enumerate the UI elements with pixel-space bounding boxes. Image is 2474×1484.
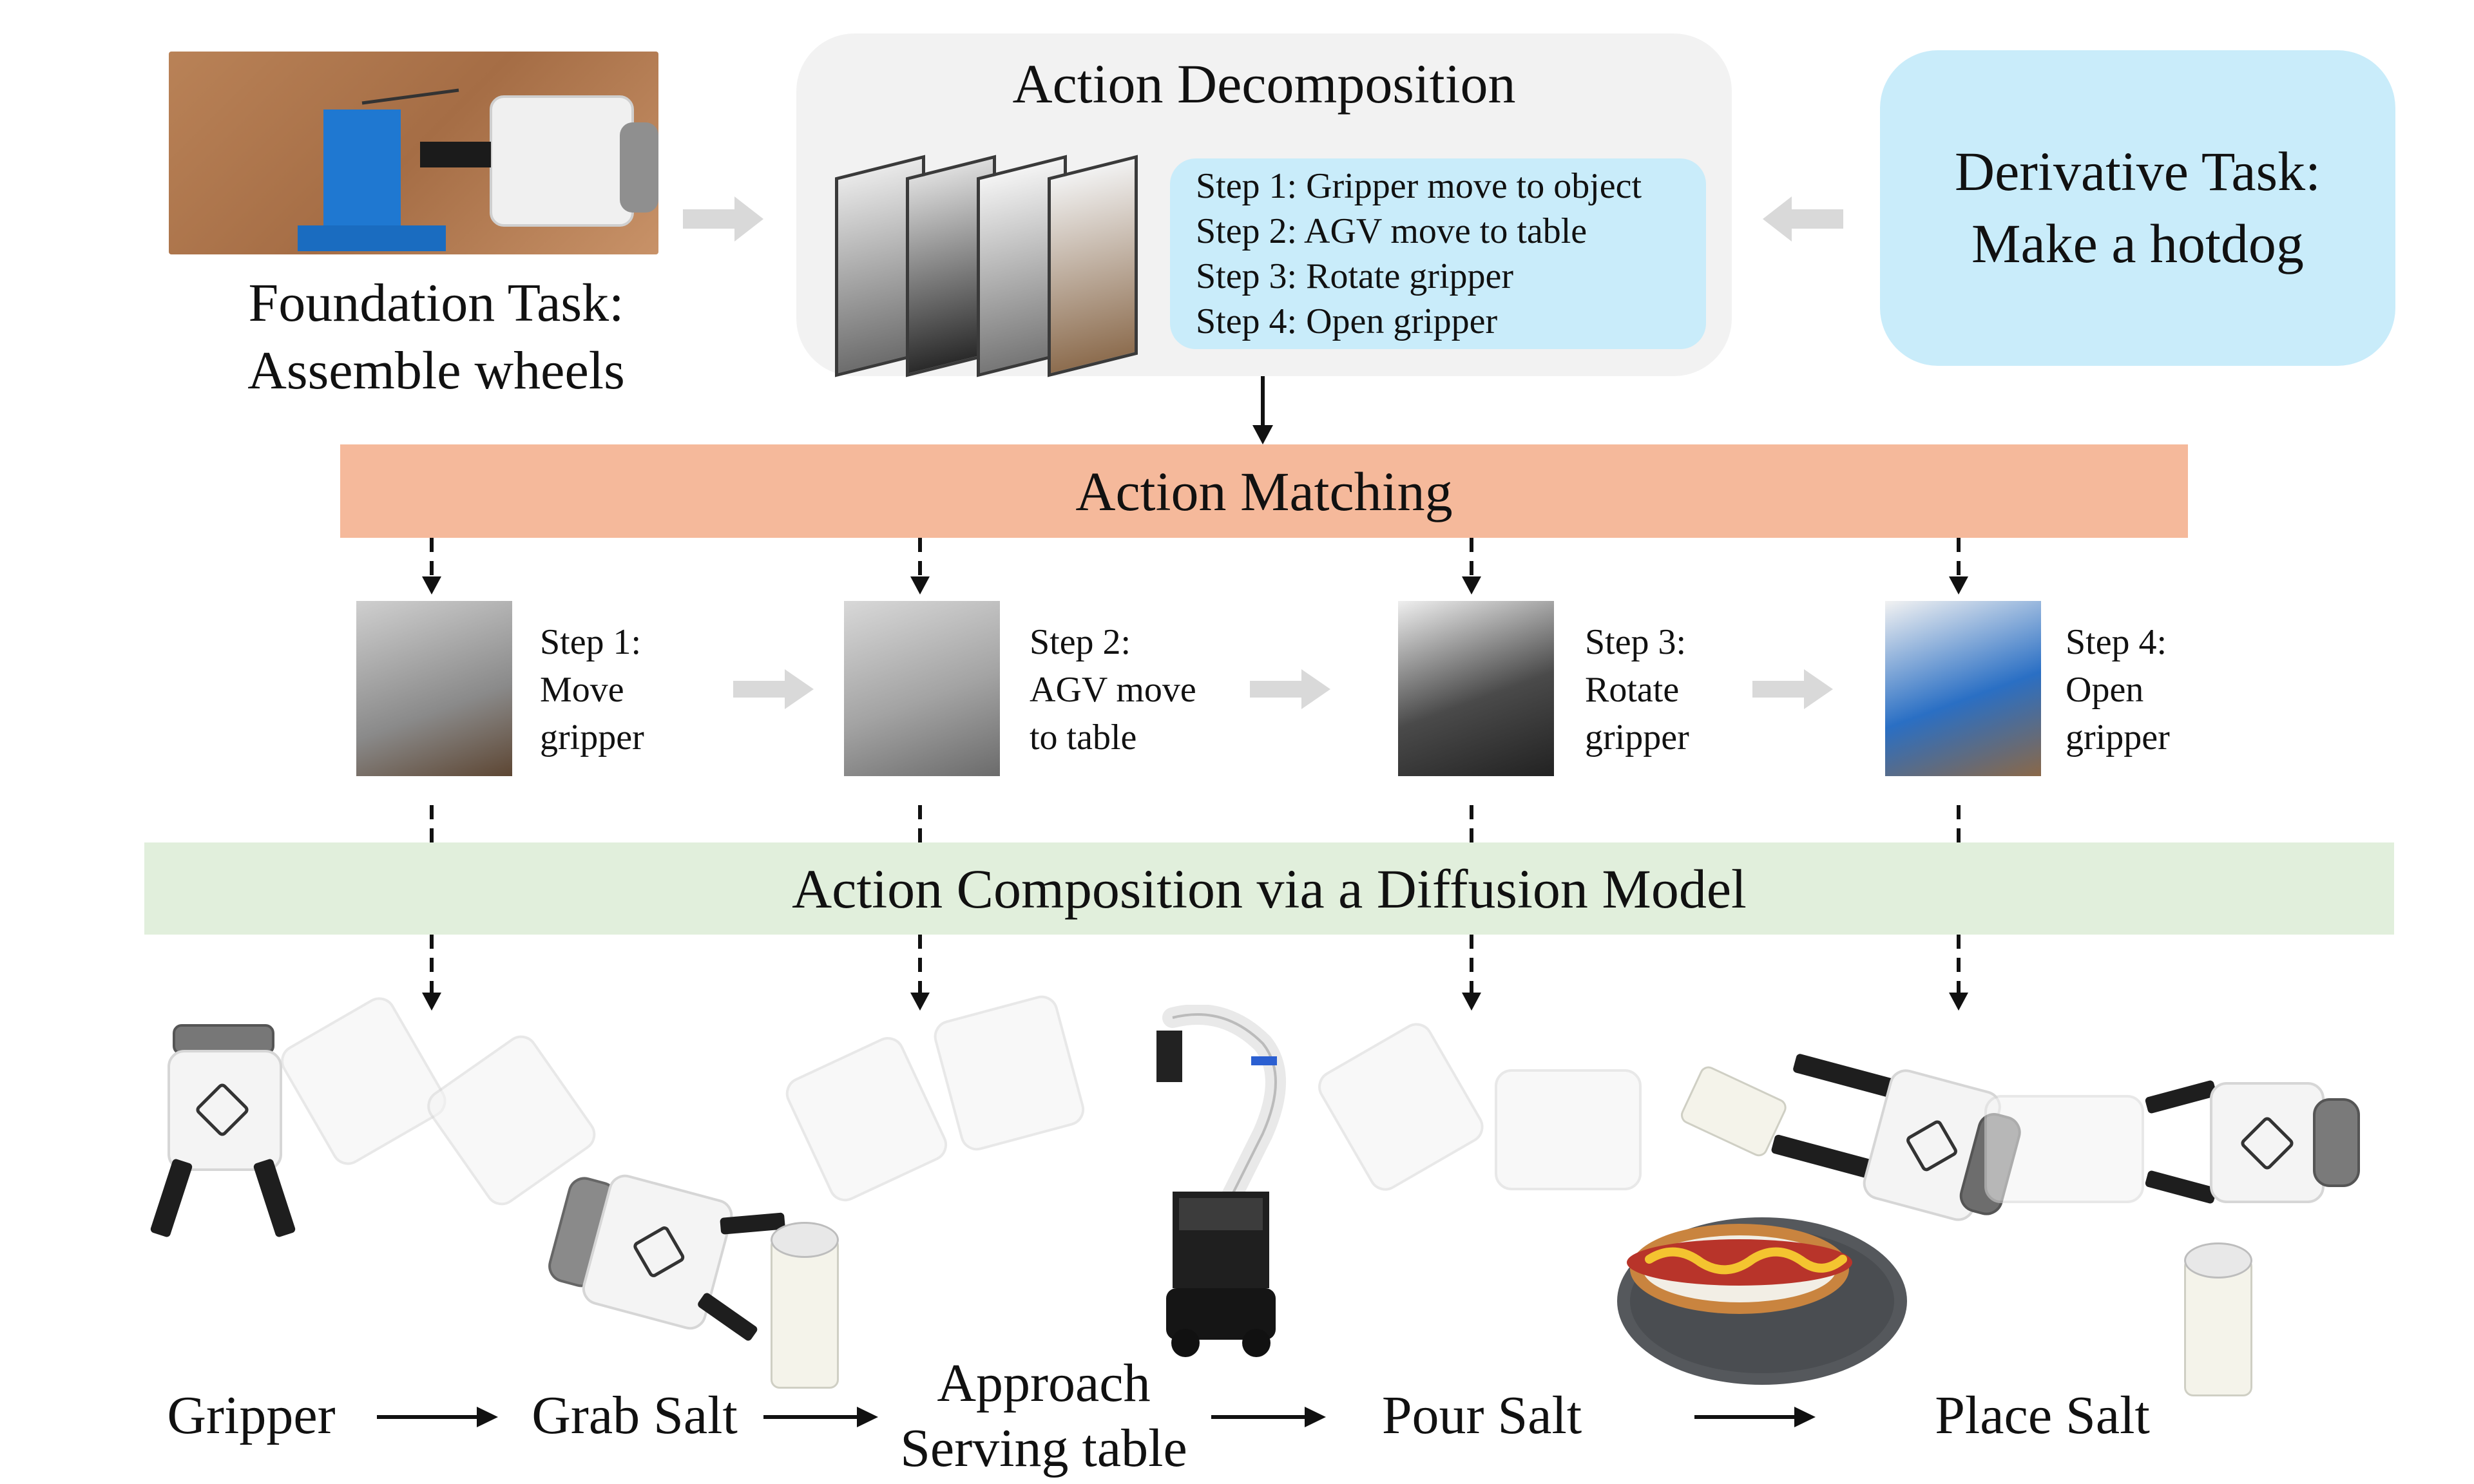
matching-dashed-arrows [422,538,1968,595]
decomposition-step-1: Step 1: Gripper move to object [1196,166,1642,206]
composition-dashed-arrows [422,935,1968,1011]
step-1-text: Step 1: Move gripper [540,618,644,761]
step-2-line1: Step 2: [1030,622,1131,662]
action-composition-label: Action Composition via a Diffusion Model [792,857,1747,920]
decomposition-step-4: Step 4: Open gripper [1196,301,1498,341]
step-4-thumbnail [1885,601,2041,776]
step-4-text: Step 4: Open gripper [2066,618,2170,761]
arrow-right-gray [683,196,763,242]
label-place-salt: Place Salt [1935,1385,2150,1445]
step-3-thumbnail [1398,601,1554,776]
step-2-thumbnail [844,601,1000,776]
step-2-text: Step 2: AGV move to table [1030,618,1196,761]
action-composition-band: Action Composition via a Diffusion Model [144,842,2394,935]
label-approach-line1: Approach [937,1353,1151,1413]
gripper-ghost-7 [1984,1095,2152,1211]
gripper-pose-initial [149,1024,296,1243]
step-3-line2: Rotate [1585,670,1680,710]
step-1-line1: Step 1: [540,622,642,662]
step-1-line3: gripper [540,718,644,757]
arrow-right-gray [1250,669,1330,709]
arrow-right-gray [1752,669,1833,709]
salt-can-placed [2184,1242,2252,1396]
step-1-line2: Move [540,670,624,710]
step-3-line3: gripper [1585,718,1689,757]
gripper-place-salt [2144,1080,2364,1211]
foundation-task-photo [169,52,658,254]
step-4-line1: Step 4: [2066,622,2167,662]
gripper-grab-salt [539,1161,786,1351]
mobile-robot-agv [1156,1005,1286,1357]
gripper-ghost-3 [780,1028,966,1219]
step-4-line2: Open [2066,670,2144,710]
arrow-right-solid [1694,1407,1816,1427]
step-3-line1: Step 3: [1585,622,1687,662]
decomposition-step-2: Step 2: AGV move to table [1196,211,1587,251]
arrow-left-gray [1763,196,1843,242]
arrow-right-solid [1211,1407,1326,1427]
label-grab-salt: Grab Salt [532,1385,738,1445]
foundation-task-line1: Foundation Task: [248,273,624,333]
step-3-text: Step 3: Rotate gripper [1585,618,1689,761]
step-2-line2: AGV move [1030,670,1196,710]
action-decomposition-title: Action Decomposition [1012,53,1516,115]
derivative-task-line2: Make a hotdog [1971,213,2304,274]
foundation-task-line2: Assemble wheels [247,341,625,401]
decomposition-steps-list: Step 1: Gripper move to object Step 2: A… [1170,158,1706,349]
salt-can [771,1222,839,1389]
derivative-task-line1: Derivative Task: [1955,140,2321,203]
hotdog-plate [1617,1217,1907,1385]
label-pour-salt: Pour Salt [1381,1385,1582,1445]
decomposition-step-3: Step 3: Rotate gripper [1196,256,1514,296]
label-approach-serving-table: Approach Serving table [883,1351,1205,1481]
step-4-line3: gripper [2066,718,2170,757]
action-matching-label: Action Matching [1075,460,1453,522]
step-1-thumbnail [356,601,512,776]
label-approach-line2: Serving table [900,1418,1187,1478]
arrow-right-gray [733,669,814,709]
foundation-task-label: Foundation Task: Assemble wheels [169,269,704,404]
step-2-line3: to table [1030,718,1137,757]
label-gripper: Gripper [167,1385,336,1445]
gripper-assembly-illustration [298,88,658,251]
gripper-ghost-5 [1312,1013,1504,1209]
gripper-ghost-6 [1495,1069,1649,1198]
arrow-right-solid [763,1407,878,1427]
decomposition-frame-4 [1048,155,1138,377]
arrow-down-solid [1252,376,1273,444]
arrow-right-solid [377,1407,498,1427]
derivative-task-panel: Derivative Task: Make a hotdog [1880,50,2395,366]
steps-dashed-lines [430,805,1961,842]
action-matching-band: Action Matching [340,444,2188,538]
